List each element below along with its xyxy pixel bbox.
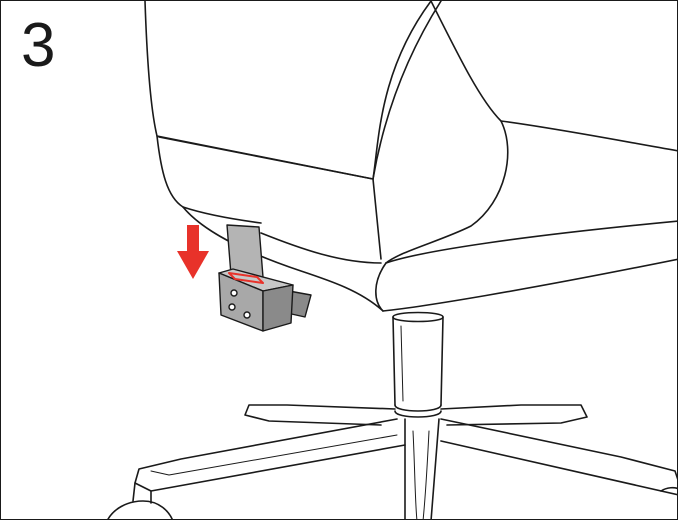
seat-edge (375, 258, 677, 312)
backrest-panel (158, 136, 382, 260)
base-leg-right-front (440, 418, 677, 496)
base-leg-front (404, 418, 440, 519)
backrest-inner-line (372, 1, 442, 180)
step-number: 3 (21, 11, 56, 80)
seat-underside (385, 220, 677, 264)
gas-lift-ring (394, 404, 442, 418)
backrest-bottom-edge (156, 135, 184, 208)
gas-lift-highlight (400, 325, 404, 402)
bolt-hole-3 (243, 311, 251, 319)
gas-lift-body (392, 316, 444, 406)
bracket-block-side (262, 284, 294, 332)
bolt-hole-2 (228, 303, 236, 311)
base-leg-right-back (440, 404, 588, 426)
caster-left (107, 500, 173, 519)
bolt-hole-1 (230, 289, 238, 297)
base-leg-front-center (412, 430, 430, 519)
seat-base-line (260, 232, 382, 264)
backrest-bracket (218, 224, 312, 332)
caster-right (660, 486, 677, 492)
base-leg-left-back (244, 404, 396, 426)
bracket-red-outline (228, 272, 264, 284)
backrest-panel-lower (182, 206, 262, 224)
base-leg-left-front (134, 418, 406, 492)
backrest-shape (144, 1, 432, 180)
seat-front-roll (385, 120, 509, 264)
caster-left-stem (132, 482, 152, 504)
base-leg-left-front-inner (150, 434, 398, 476)
seat-left-bottom (182, 206, 384, 312)
down-arrow-icon (177, 225, 209, 279)
seat-top (430, 1, 677, 152)
gas-lift-top (392, 311, 444, 323)
